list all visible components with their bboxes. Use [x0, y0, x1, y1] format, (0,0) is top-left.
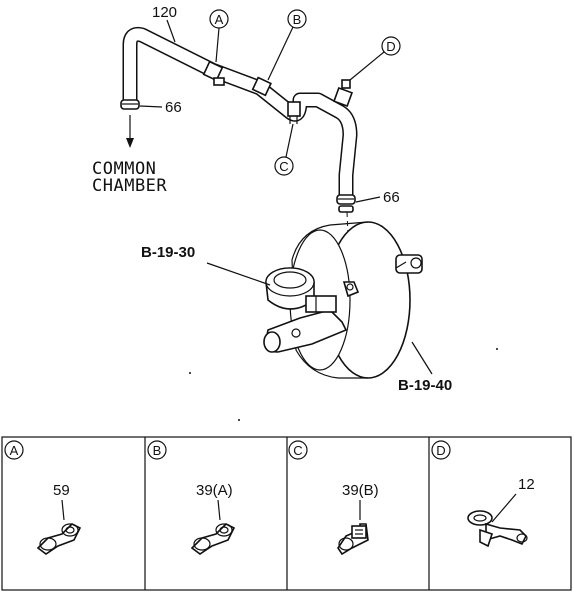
callout-d-icon: D — [349, 36, 401, 81]
clip-a-on-hose — [202, 60, 225, 86]
callout-b-icon: B — [267, 9, 307, 81]
panel-c-part-number: 39(B) — [342, 482, 379, 499]
master-cylinder-ref: B-19-30 — [141, 244, 195, 261]
panel-d-part-number: 12 — [518, 476, 535, 493]
clip-c-on-hose — [287, 101, 301, 124]
master-cylinder — [263, 267, 348, 353]
clamp-part-number-right: 66 — [383, 189, 400, 206]
svg-text:A: A — [10, 443, 19, 458]
common-chamber-label-line1: COMMON — [92, 159, 156, 179]
vacuum-hose — [122, 27, 358, 195]
down-arrow-icon — [126, 115, 134, 148]
detail-panel-a: A 59 — [4, 440, 82, 555]
panel-b-letter-icon — [147, 440, 167, 460]
clip-12-icon — [467, 510, 528, 548]
common-chamber-label-line2: CHAMBER — [92, 176, 167, 196]
svg-text:B: B — [293, 12, 302, 27]
clamp-39b-icon — [337, 523, 369, 556]
panel-a-letter-icon — [4, 440, 24, 460]
svg-text:D: D — [436, 443, 445, 458]
hose-leader-line — [166, 19, 176, 43]
panel-b-part-number: 39(A) — [196, 482, 233, 499]
svg-text:D: D — [386, 39, 395, 54]
panel-a-part-number: 59 — [53, 482, 70, 499]
clamp-59-icon — [36, 523, 82, 555]
detail-panels — [1, 436, 572, 591]
hose-part-number: 120 — [152, 4, 177, 21]
hose-clamp-left — [120, 99, 140, 110]
clip-b-on-hose — [251, 76, 272, 97]
clamp-part-number-left: 66 — [165, 99, 182, 116]
svg-text:B: B — [153, 443, 162, 458]
clip-d-on-hose — [333, 79, 353, 107]
callout-a-icon: A — [209, 9, 229, 63]
panel-c-letter-icon — [288, 440, 308, 460]
booster-ref: B-19-40 — [398, 377, 452, 394]
svg-text:A: A — [215, 12, 224, 27]
svg-text:C: C — [279, 159, 288, 174]
detail-panel-b: B 39(A) — [147, 440, 236, 555]
svg-text:C: C — [293, 443, 302, 458]
callout-c-icon: C — [274, 123, 294, 176]
detail-panel-d: D 12 — [431, 440, 535, 548]
panel-d-letter-icon — [431, 440, 451, 460]
detail-panel-c: C 39(B) — [288, 440, 379, 556]
clamp-39a-icon — [190, 523, 236, 555]
hose-clamp-right — [336, 194, 356, 213]
